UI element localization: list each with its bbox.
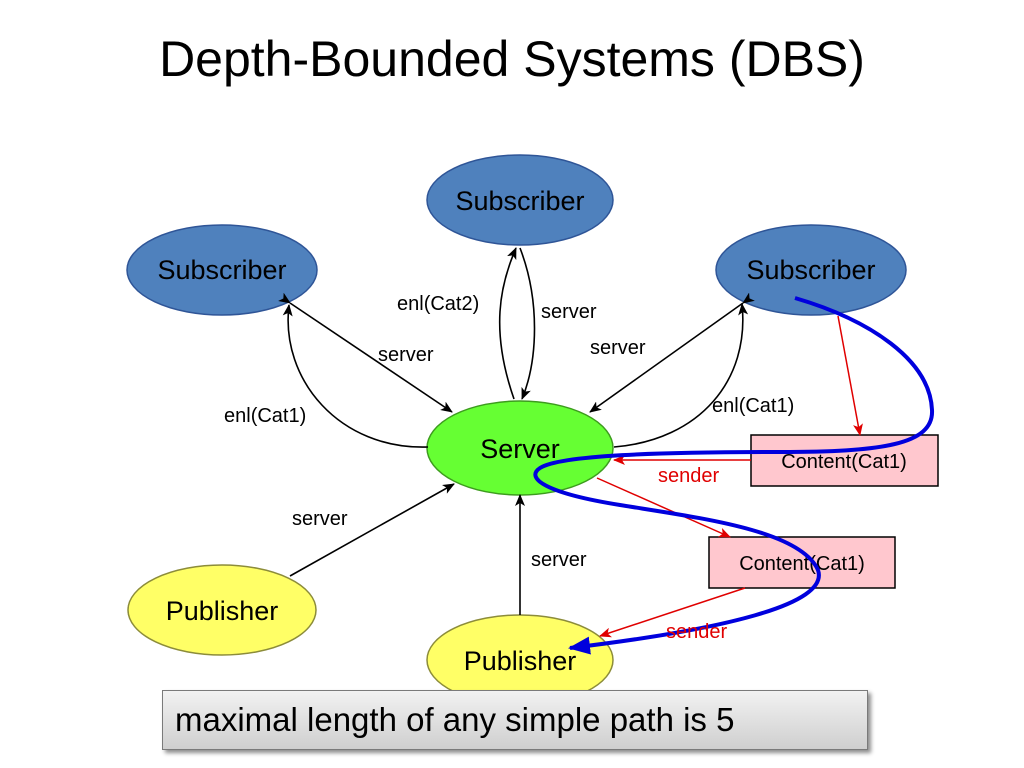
edge-subleft-server <box>278 292 453 413</box>
label-sender-lower: sender <box>666 621 727 643</box>
edge-subright-content-red <box>837 315 863 436</box>
server-label: Server <box>480 434 560 464</box>
caption-box: maximal length of any simple path is 5 <box>162 690 868 750</box>
server-node: Server <box>426 400 614 496</box>
publisher-bottom-label: Publisher <box>464 646 577 676</box>
edge-content-pubbottom-red <box>599 587 746 638</box>
publisher-bottom-node: Publisher <box>426 614 614 706</box>
label-server-left-sub: server <box>378 344 434 366</box>
publisher-left-label: Publisher <box>166 596 279 626</box>
content-box-lower: Content(Cat1) <box>708 536 896 589</box>
blue-simple-path <box>533 296 935 655</box>
subscriber-left-node: Subscriber <box>126 224 318 316</box>
subscriber-top-node: Subscriber <box>426 154 614 246</box>
subscriber-right-label: Subscriber <box>746 255 875 285</box>
label-server-left-pub: server <box>292 508 348 530</box>
publisher-left-node: Publisher <box>127 564 317 656</box>
content-box-upper: Content(Cat1) <box>750 434 939 487</box>
caption-text: maximal length of any simple path is 5 <box>175 701 735 738</box>
edge-publeft-server <box>289 483 455 577</box>
edge-subright-enl-curve <box>613 303 749 448</box>
subscriber-top-label: Subscriber <box>455 186 584 216</box>
edge-subright-server <box>589 292 755 413</box>
label-server-top: server <box>541 301 597 323</box>
label-sender-upper: sender <box>658 465 719 487</box>
label-enl-cat1-left: enl(Cat1) <box>224 405 306 427</box>
label-enl-cat1-right: enl(Cat1) <box>712 395 794 417</box>
subscriber-right-node: Subscriber <box>715 224 907 316</box>
label-enl-cat2: enl(Cat2) <box>397 293 479 315</box>
subscriber-left-label: Subscriber <box>157 255 286 285</box>
edge-subtop-server-curve <box>519 247 536 400</box>
edge-subleft-enl-curve <box>282 304 429 448</box>
slide-title: Depth-Bounded Systems (DBS) <box>159 31 865 87</box>
content-lower-label: Content(Cat1) <box>739 553 865 575</box>
content-upper-label: Content(Cat1) <box>781 451 907 473</box>
edge-subtop-enl-curve <box>498 247 517 400</box>
edge-server-content-red <box>596 477 731 538</box>
label-server-bottom-pub: server <box>531 549 587 571</box>
label-server-right-sub: server <box>590 337 646 359</box>
